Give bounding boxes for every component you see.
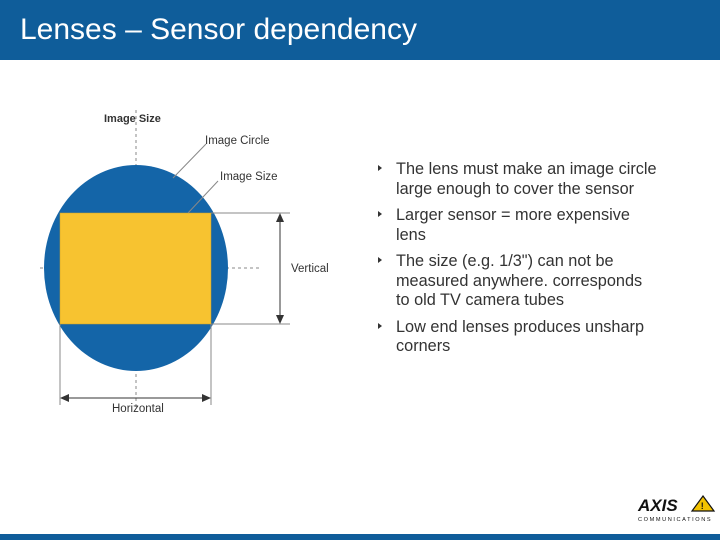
image-circle-label: Image Circle xyxy=(205,135,270,147)
bullet-item: Larger sensor = more expensive lens xyxy=(378,206,658,245)
logo-triangle-mark: ! xyxy=(701,501,704,511)
vertical-arrowhead-top xyxy=(276,213,284,222)
diagram-heading: Image Size xyxy=(104,113,161,125)
bottom-bar xyxy=(0,534,720,540)
horizontal-label: Horizontal xyxy=(112,403,164,415)
axis-logo: AXIS ! COMMUNICATIONS xyxy=(637,494,716,523)
title-bar: Lenses – Sensor dependency xyxy=(0,0,720,60)
bullet-item: The lens must make an image circle large… xyxy=(378,160,658,199)
vertical-label: Vertical xyxy=(291,263,329,275)
horizontal-arrowhead-left xyxy=(60,394,69,402)
logo-brand: AXIS xyxy=(637,496,678,515)
logo-triangle-icon xyxy=(690,494,716,512)
slide-title: Lenses – Sensor dependency xyxy=(20,13,417,46)
logo-sub: COMMUNICATIONS xyxy=(638,517,712,523)
sensor-rectangle xyxy=(59,212,212,325)
bullet-text: Low end lenses produces unsharp corners xyxy=(396,317,645,356)
bullet-marker-icon xyxy=(378,257,382,263)
image-size-label: Image Size xyxy=(220,171,278,183)
bullet-text: Larger sensor = more expensive lens xyxy=(396,206,630,244)
image-size-leader xyxy=(187,180,219,214)
bullet-item: Low end lenses produces unsharp corners xyxy=(378,318,658,357)
bullet-item: The size (e.g. 1/3") can not be measured… xyxy=(378,252,658,311)
bullet-text: The lens must make an image circle large… xyxy=(396,160,657,198)
bullet-text: The size (e.g. 1/3") can not be measured… xyxy=(396,252,643,309)
bullet-marker-icon xyxy=(378,165,382,171)
bullet-marker-icon xyxy=(378,211,382,217)
bullet-marker-icon xyxy=(378,322,382,329)
vertical-arrowhead-bottom xyxy=(276,315,284,324)
image-size-diagram: Image Size Image Circle Image Size Verti… xyxy=(40,110,329,415)
horizontal-arrowhead-right xyxy=(202,394,211,402)
image-circle-leader xyxy=(172,143,207,179)
bullet-list: The lens must make an image circle large… xyxy=(378,160,658,364)
